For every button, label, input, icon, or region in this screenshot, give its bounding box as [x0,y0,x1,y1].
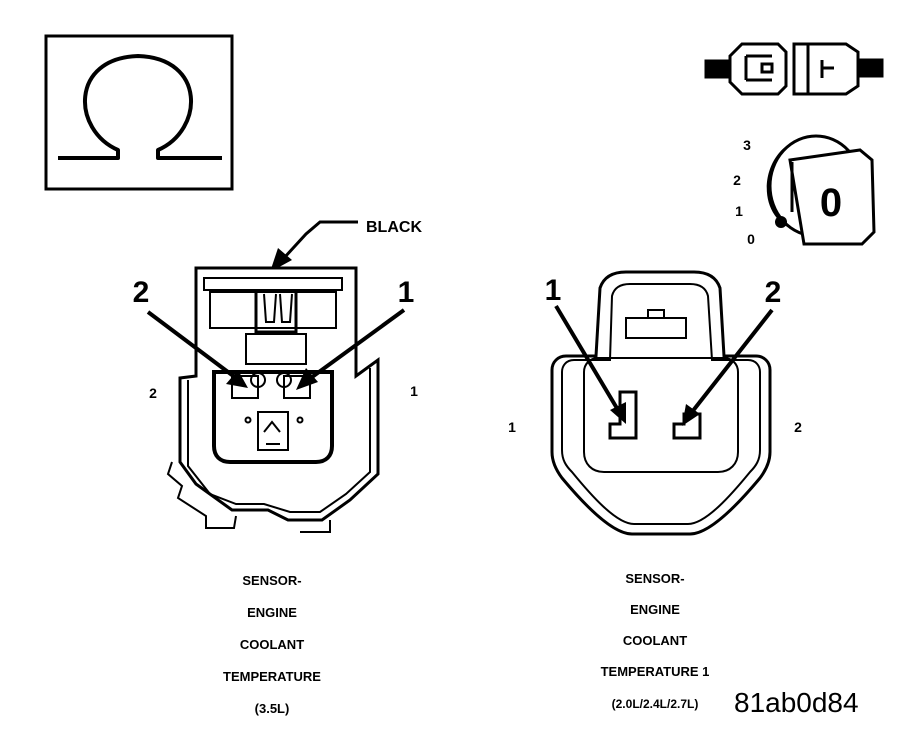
key-position-marker [775,216,787,228]
right-connector-callout-2: 2 [765,276,782,309]
black-wire-label: BLACK [366,219,422,236]
disconnected-connector-icon [704,42,884,96]
right-connector-side-2: 2 [794,419,802,435]
key-position-3: 3 [743,137,751,153]
right-connector-side-1: 1 [508,419,516,435]
caption-line: TEMPERATURE 1 [601,664,710,679]
ohm-icon [44,34,234,191]
caption-line: SENSOR- [625,571,684,586]
left-connector-callout-1: 1 [398,276,415,309]
key-label: 0 [820,181,842,225]
left-connector-side-2: 2 [149,385,157,401]
key-position-1: 1 [735,203,743,219]
caption-line: (3.5L) [255,701,290,716]
figure-id: 81ab0d84 [734,687,859,718]
right-connector-caption: SENSOR- ENGINE COOLANT TEMPERATURE 1 (2.… [601,571,710,711]
caption-line: COOLANT [623,633,687,648]
left-connector-callout-2: 2 [133,276,150,309]
key-position-2: 2 [733,172,741,188]
caption-line: TEMPERATURE [223,669,321,684]
left-connector-side-1: 1 [410,383,418,399]
caption-line: ENGINE [247,605,297,620]
key-position-0: 0 [747,231,755,247]
ignition-key-icon: 0 3 2 1 0 [733,134,876,247]
right-connector [550,270,774,536]
caption-line: (2.0L/2.4L/2.7L) [612,697,699,711]
caption-line: ENGINE [630,602,680,617]
left-connector-caption: SENSOR- ENGINE COOLANT TEMPERATURE (3.5L… [223,573,321,716]
left-connector [146,220,406,533]
right-connector-callout-1: 1 [545,274,562,307]
caption-line: COOLANT [240,637,304,652]
caption-line: SENSOR- [242,573,301,588]
